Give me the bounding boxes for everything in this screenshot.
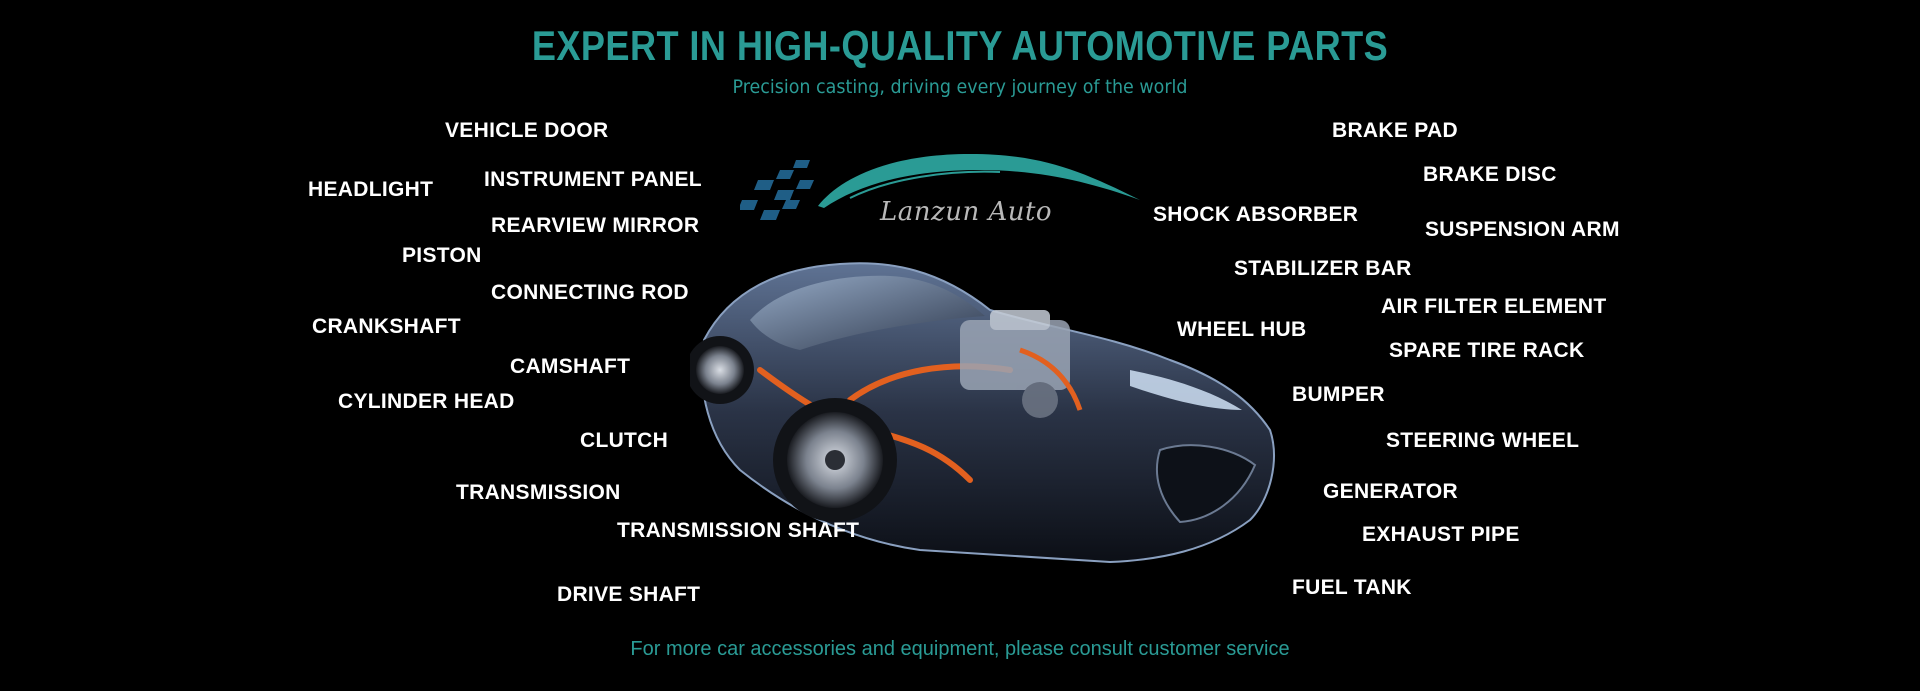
label-stabilizer-bar: STABILIZER BAR — [1234, 257, 1412, 280]
label-fuel-tank: FUEL TANK — [1292, 576, 1412, 599]
car-front-wheel — [773, 398, 897, 522]
car-windshield — [750, 275, 985, 350]
label-transmission-shaft: TRANSMISSION SHAFT — [617, 519, 860, 542]
label-clutch: CLUTCH — [580, 429, 669, 452]
label-generator: GENERATOR — [1323, 480, 1458, 503]
label-shock-absorber: SHOCK ABSORBER — [1153, 203, 1359, 226]
label-suspension-arm: SUSPENSION ARM — [1425, 218, 1620, 241]
label-wheel-hub: WHEEL HUB — [1177, 318, 1307, 341]
label-exhaust-pipe: EXHAUST PIPE — [1362, 523, 1520, 546]
page-title: EXPERT IN HIGH-QUALITY AUTOMOTIVE PARTS — [531, 22, 1389, 69]
logo-swoosh-icon — [818, 154, 1140, 208]
car-illustration — [690, 262, 1275, 564]
label-piston: PISTON — [402, 244, 482, 267]
label-drive-shaft: DRIVE SHAFT — [557, 583, 701, 606]
car-rear-wheel — [690, 336, 754, 404]
label-rearview-mirror: REARVIEW MIRROR — [491, 214, 700, 237]
label-transmission: TRANSMISSION — [456, 481, 621, 504]
label-bumper: BUMPER — [1292, 383, 1385, 406]
car-engine — [960, 310, 1070, 418]
brand-logo — [740, 154, 1140, 220]
label-connecting-rod: CONNECTING ROD — [491, 281, 689, 304]
label-camshaft: CAMSHAFT — [510, 355, 631, 378]
label-instrument-panel: INSTRUMENT PANEL — [484, 168, 702, 191]
label-brake-disc: BRAKE DISC — [1423, 163, 1557, 186]
label-vehicle-door: VEHICLE DOOR — [445, 119, 609, 142]
car-headlight — [1130, 370, 1242, 410]
logo-checker-icon — [740, 160, 814, 220]
label-crankshaft: CRANKSHAFT — [312, 315, 461, 338]
label-brake-pad: BRAKE PAD — [1332, 119, 1458, 142]
logo-text: Lanzun Auto — [880, 197, 1053, 227]
car-grille — [1156, 444, 1257, 524]
label-cylinder-head: CYLINDER HEAD — [338, 390, 515, 413]
label-air-filter-element: AIR FILTER ELEMENT — [1381, 295, 1607, 318]
label-steering-wheel: STEERING WHEEL — [1386, 429, 1580, 452]
page-subtitle: Precision casting, driving every journey… — [732, 76, 1188, 98]
label-spare-tire-rack: SPARE TIRE RACK — [1389, 339, 1585, 362]
footer-note: For more car accessories and equipment, … — [630, 638, 1290, 660]
label-headlight: HEADLIGHT — [308, 178, 434, 201]
